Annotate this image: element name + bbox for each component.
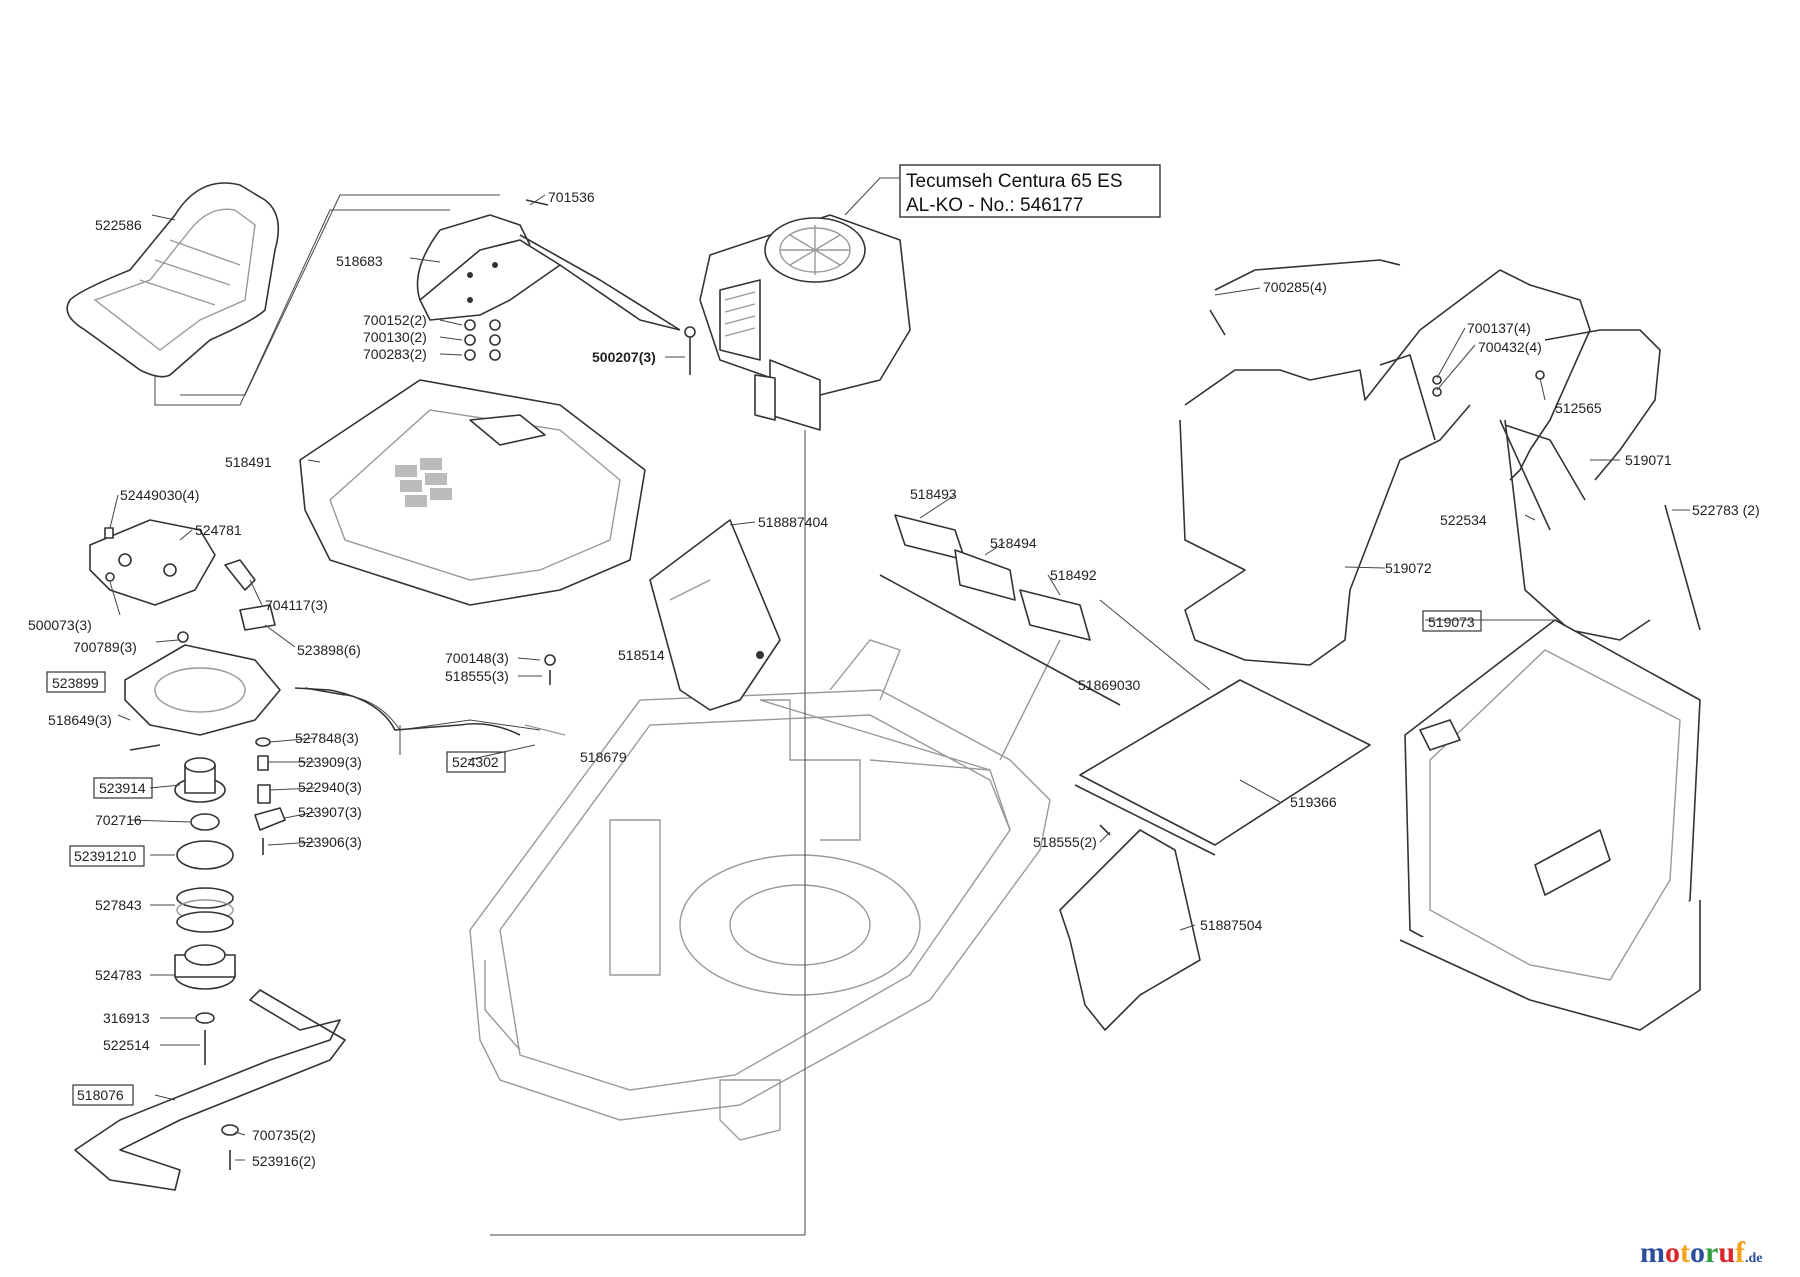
leader-lines <box>109 194 1690 1161</box>
part-label: 700152(2) <box>363 312 427 328</box>
part-label: 500073(3) <box>28 617 92 633</box>
part-label: 523898(6) <box>297 642 361 658</box>
blade-brake <box>124 644 281 736</box>
part-label: 524783 <box>95 967 142 983</box>
part-label: 527848(3) <box>295 730 359 746</box>
part-label: 701536 <box>548 189 595 205</box>
part-label-boxed: 523914 <box>99 780 146 796</box>
rollers <box>879 514 1121 706</box>
part-label: 522514 <box>103 1037 150 1053</box>
rear-flap <box>1074 679 1371 856</box>
watermark-suffix: .de <box>1745 1251 1763 1266</box>
side-chute <box>649 519 781 711</box>
part-label: 700432(4) <box>1478 339 1542 355</box>
part-label: 700283(2) <box>363 346 427 362</box>
collector-handle-frame <box>1179 259 1661 666</box>
part-label: 700137(4) <box>1467 320 1531 336</box>
part-label-boxed: 52391210 <box>74 848 137 864</box>
part-labels: 522586 701536 518683 700152(2) 700130(2)… <box>28 189 1760 1169</box>
part-label: 518494 <box>990 535 1037 551</box>
part-label: 702716 <box>95 812 142 828</box>
engine-title: Tecumseh Centura 65 ES AL-KO - No.: 5461… <box>899 164 1161 218</box>
watermark-letter: u <box>1718 1236 1735 1269</box>
motoruf-watermark: motoruf.de <box>1640 1236 1763 1269</box>
part-label: 51869030 <box>1078 677 1141 693</box>
part-label: 518493 <box>910 486 957 502</box>
part-label: 700789(3) <box>73 639 137 655</box>
part-label: 519366 <box>1290 794 1337 810</box>
part-label: 700130(2) <box>363 329 427 345</box>
seat <box>66 182 280 378</box>
engine-title-line1: Tecumseh Centura 65 ES <box>906 171 1123 192</box>
part-label: 700285(4) <box>1263 279 1327 295</box>
drive-hub <box>174 757 226 803</box>
watermark-letter: m <box>1640 1236 1665 1269</box>
part-label: 518492 <box>1050 567 1097 583</box>
part-label: 512565 <box>1555 400 1602 416</box>
part-label: 316913 <box>103 1010 150 1026</box>
part-label: 518649(3) <box>48 712 112 728</box>
part-label: 518555(2) <box>1033 834 1097 850</box>
part-label: 519071 <box>1625 452 1672 468</box>
part-label: 518514 <box>618 647 665 663</box>
watermark-letter: t <box>1680 1236 1690 1269</box>
part-label: 527843 <box>95 897 142 913</box>
part-label: 700735(2) <box>252 1127 316 1143</box>
clutch-plate <box>89 519 216 606</box>
blade-holder <box>174 944 236 990</box>
part-label-boxed: 518076 <box>77 1087 124 1103</box>
engine <box>699 214 911 431</box>
rear-chute <box>1059 829 1201 1031</box>
watermark-letter: f <box>1735 1236 1746 1269</box>
part-label: 500207(3) <box>592 349 656 365</box>
mower-deck-ghost <box>469 639 1061 1141</box>
part-label: 523907(3) <box>298 804 362 820</box>
spring <box>176 887 234 933</box>
part-label: 518555(3) <box>445 668 509 684</box>
watermark-letter: r <box>1705 1236 1718 1269</box>
part-label: 518679 <box>580 749 627 765</box>
washers-seat <box>464 319 501 361</box>
watermark-letter: o <box>1690 1236 1705 1269</box>
seat-frame <box>416 214 681 331</box>
part-label: 522586 <box>95 217 142 233</box>
watermark-letter: o <box>1665 1236 1680 1269</box>
grass-catcher <box>1399 619 1701 1031</box>
part-label: 518491 <box>225 454 272 470</box>
part-label-boxed: 524302 <box>452 754 499 770</box>
part-label: 518887404 <box>758 514 828 530</box>
brake-cable <box>294 687 566 736</box>
part-label: 51887504 <box>1200 917 1263 933</box>
engine-title-line2: AL-KO - No.: 546177 <box>906 195 1083 216</box>
part-label: 522534 <box>1440 512 1487 528</box>
part-label: 522783 (2) <box>1692 502 1760 518</box>
part-label-boxed: 519073 <box>1428 614 1475 630</box>
part-label: 523916(2) <box>252 1153 316 1169</box>
part-label: 523906(3) <box>298 834 362 850</box>
part-label: 518683 <box>336 253 383 269</box>
part-label: 52449030(4) <box>120 487 199 503</box>
part-label: 519072 <box>1385 560 1432 576</box>
part-label: 704117(3) <box>265 597 328 613</box>
part-label: 524781 <box>195 522 242 538</box>
blade <box>74 989 346 1191</box>
part-label: 700148(3) <box>445 650 509 666</box>
hood-cover <box>299 379 646 606</box>
watermark-logo: motoruf.de <box>1640 1236 1763 1269</box>
part-label: 523909(3) <box>298 754 362 770</box>
part-label: 522940(3) <box>298 779 362 795</box>
part-label-boxed: 523899 <box>52 675 99 691</box>
